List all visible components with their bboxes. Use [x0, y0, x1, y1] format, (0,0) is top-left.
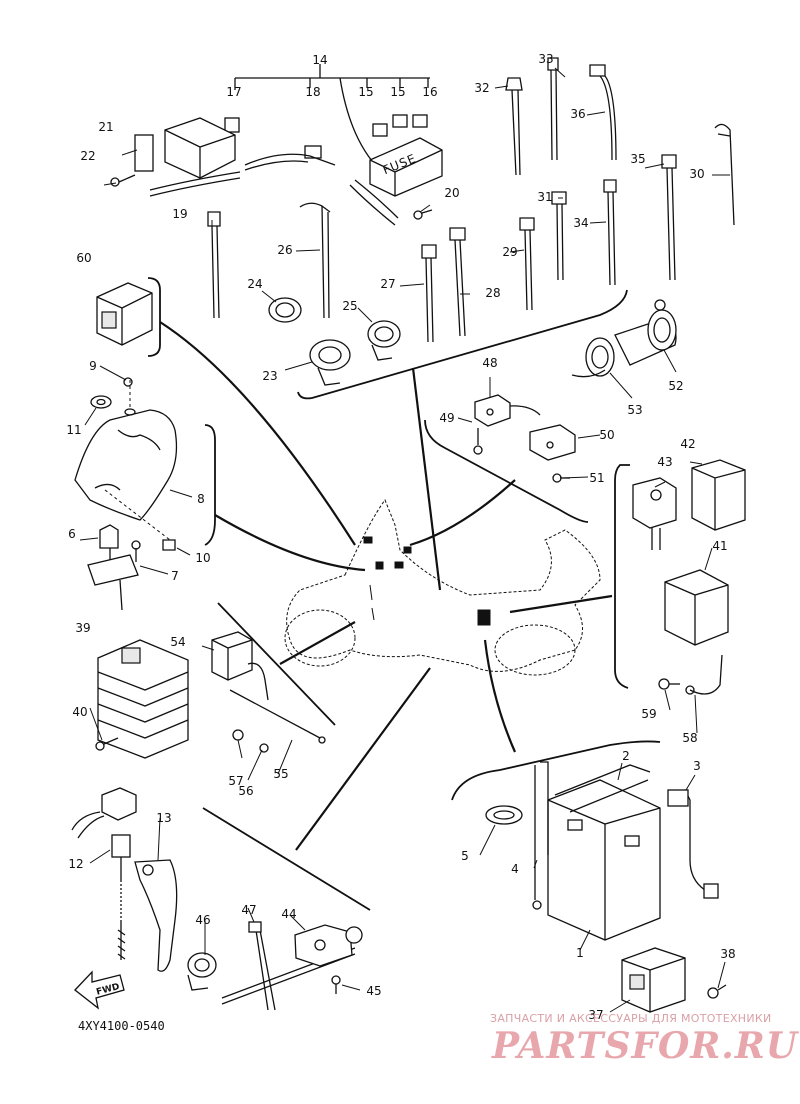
callout-51: 51 [589, 471, 604, 485]
callout-45: 45 [366, 984, 381, 998]
callout-30: 30 [689, 167, 704, 181]
sensor-54 [211, 631, 326, 753]
callout-37: 37 [588, 1008, 603, 1022]
diagram-code: 4XY4100-0540 [78, 1019, 165, 1033]
callout-13: 13 [156, 811, 171, 825]
fuse-box-group: FUSE [110, 64, 443, 226]
callout-35: 35 [630, 152, 645, 166]
callout-7: 7 [171, 569, 179, 583]
cover-group [74, 377, 178, 611]
callout-52: 52 [668, 379, 683, 393]
callout-38: 38 [720, 947, 735, 961]
callout-58: 58 [682, 731, 697, 745]
callout-60: 60 [76, 251, 91, 265]
callout-24: 24 [247, 277, 262, 291]
callout-8: 8 [197, 492, 205, 506]
callout-32: 32 [474, 81, 489, 95]
callout-57: 57 [228, 774, 243, 788]
callout-54: 54 [170, 635, 185, 649]
switch-48-50 [473, 394, 576, 483]
callout-3: 3 [693, 759, 701, 773]
callout-1: 1 [576, 946, 584, 960]
callout-12: 12 [68, 857, 83, 871]
callout-29: 29 [502, 245, 517, 259]
callout-11: 11 [66, 423, 81, 437]
callout-59: 59 [641, 707, 656, 721]
clamps [268, 297, 401, 386]
callout-41: 41 [712, 539, 727, 553]
group-brackets [147, 277, 661, 911]
callout-10: 10 [195, 551, 210, 565]
callout-50: 50 [599, 428, 614, 442]
starter-relay [621, 947, 727, 1013]
callout-23: 23 [262, 369, 277, 383]
callout-55: 55 [273, 767, 288, 781]
callout-28: 28 [485, 286, 500, 300]
callout-15: 15 [390, 85, 405, 99]
relay-60 [96, 282, 153, 346]
callout-20: 20 [444, 186, 459, 200]
forward-arrow: FWD [74, 970, 125, 1010]
leader-lines [159, 321, 613, 851]
rectifier-39 [95, 639, 189, 759]
callout-15: 15 [358, 85, 373, 99]
callout-56: 56 [238, 784, 253, 798]
callout-17: 17 [226, 85, 241, 99]
sidestand-switch [71, 787, 178, 972]
callout-44: 44 [281, 907, 296, 921]
callout-6: 6 [68, 527, 76, 541]
callout-27: 27 [380, 277, 395, 291]
callout-14: 14 [312, 53, 327, 67]
cable-ties [207, 57, 735, 343]
callout-2: 2 [622, 749, 630, 763]
callout-31: 31 [537, 190, 552, 204]
callout-9: 9 [89, 359, 97, 373]
callout-48: 48 [482, 356, 497, 370]
callout-53: 53 [627, 403, 642, 417]
relays-right [632, 459, 746, 695]
callout-47: 47 [241, 903, 256, 917]
callout-26: 26 [277, 243, 292, 257]
watermark-brand: PARTSFOR.RU [491, 1025, 800, 1067]
motorcycle-outline [284, 498, 601, 676]
callout-46: 46 [195, 913, 210, 927]
callout-ticks [79, 67, 730, 1013]
battery-group [485, 761, 719, 941]
callout-4: 4 [511, 862, 519, 876]
callout-22: 22 [80, 149, 95, 163]
lower-group [187, 921, 363, 1011]
callout-39: 39 [75, 621, 90, 635]
callout-49: 49 [439, 411, 454, 425]
callout-19: 19 [172, 207, 187, 221]
callout-25: 25 [342, 299, 357, 313]
callout-5: 5 [461, 849, 469, 863]
callout-16: 16 [422, 85, 437, 99]
accessory-socket [571, 299, 677, 378]
watermark-tagline: ЗАПЧАСТИ И АКСЕССУАРЫ ДЛЯ МОТОТЕХНИКИ [490, 1012, 772, 1025]
callout-34: 34 [573, 216, 588, 230]
callout-33: 33 [538, 52, 553, 66]
callout-36: 36 [570, 107, 585, 121]
watermark: ЗАПЧАСТИ И АКСЕССУАРЫ ДЛЯ МОТОТЕХНИКИ PA… [490, 1012, 800, 1067]
callout-21: 21 [98, 120, 113, 134]
callout-42: 42 [680, 437, 695, 451]
callout-40: 40 [72, 705, 87, 719]
callout-43: 43 [657, 455, 672, 469]
callout-18: 18 [305, 85, 320, 99]
